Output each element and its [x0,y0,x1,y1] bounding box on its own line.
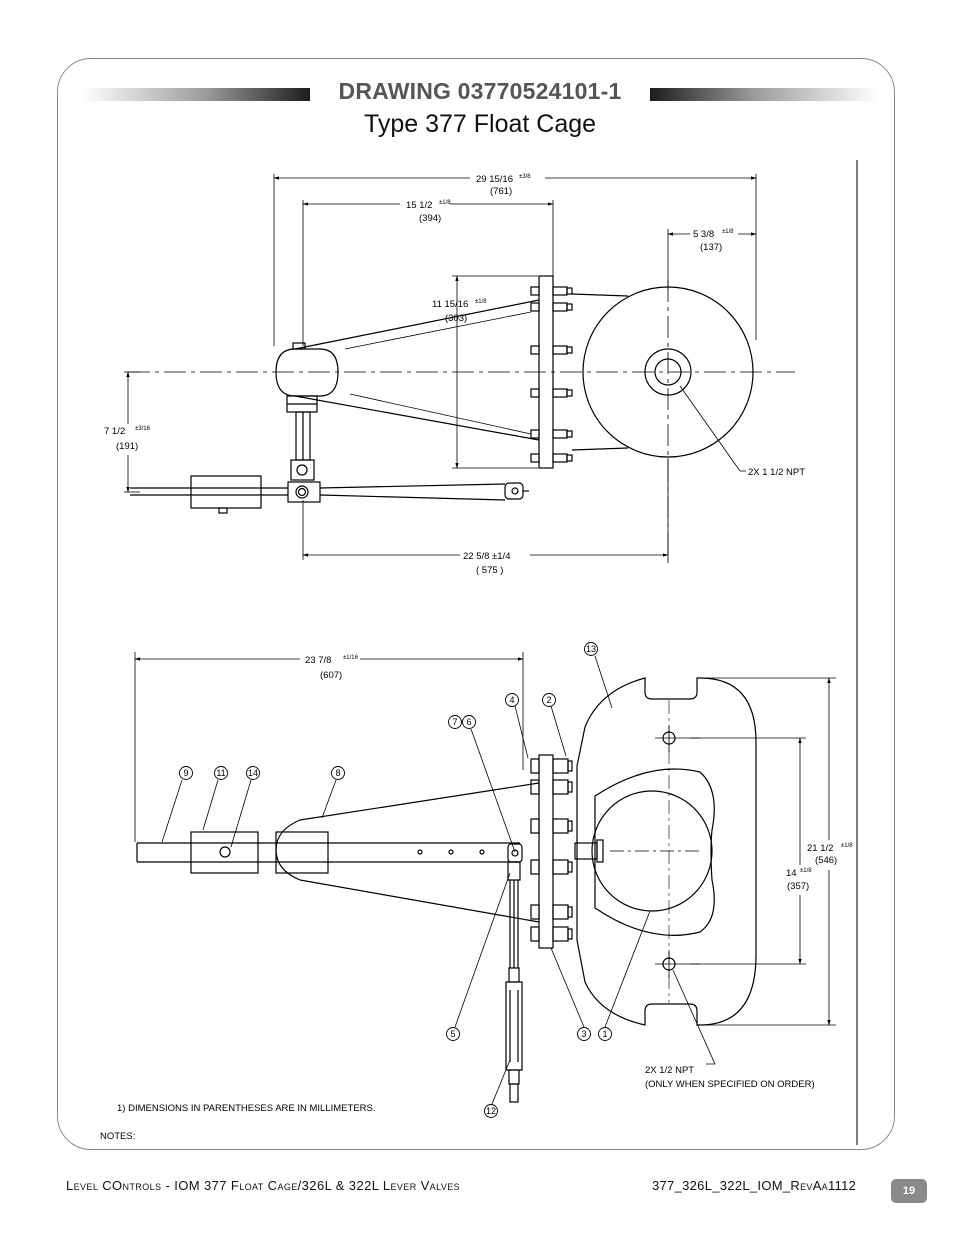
dim-left-label: 7 1/2 [104,426,125,437]
front-counterweight [190,831,259,874]
notes-heading: NOTES: [100,1131,135,1142]
balloon-number: 1 [602,1029,607,1039]
npt-connection-inner [654,358,682,386]
dim-flange-tol: ±1/8 [475,299,487,305]
dim-right-tol: ±1/8 [722,229,734,235]
flange-bolts [530,286,573,463]
page-number-badge: 19 [891,1179,927,1203]
dim-overall-label: 29 15/16 [476,174,513,185]
balloon-5 [446,1027,460,1041]
top-view [128,275,795,565]
front-view-dimensions [134,652,836,1105]
balloon-number: 9 [183,768,188,778]
balloon-8 [331,766,345,780]
dim-front-inner-mm: (357) [787,881,809,892]
balloon-number: 3 [581,1029,586,1039]
dim-right-label: 5 3/8 [693,229,714,240]
dim-front-top-label: 23 7/8 [305,655,331,666]
dim-left-mm: (191) [116,441,138,452]
drawing-number-title: DRAWING 03770524101-1 [338,78,622,104]
dim-inner-label: 15 1/2 [406,200,432,211]
footer-document-code: 377_326L_322L_IOM_RevAa1112 [652,1178,857,1193]
balloon-number: 7 [452,717,457,727]
dim-front-outer-mm: (546) [815,855,837,866]
part-balloons [179,642,612,1118]
balloon-7 [448,715,462,729]
front-flange [538,754,554,949]
title-gradient-bar-left [82,88,310,101]
npt-callout-front-1: 2X 1/2 NPT [645,1065,694,1076]
balloon-1 [598,1027,612,1041]
dim-inner-mm: (394) [419,213,441,224]
front-view-labels: 23 7/8 ±1/16 (607) 21 1/2 ±1/8 (546) 14 … [305,655,853,1090]
npt-callout-front-2: (ONLY WHEN SPECIFIED ON ORDER) [645,1079,815,1090]
page-number: 19 [902,1185,916,1197]
balloon-number: 12 [486,1106,496,1116]
front-arm-taper [299,782,540,923]
balloon-12 [484,1104,498,1118]
drawing-subtitle: Type 377 Float Cage [363,110,597,138]
balloon-14 [246,766,260,780]
dim-overall-mm: (761) [490,186,512,197]
dim-bottom-mm: ( 575 ) [476,565,503,576]
counterweight [190,475,262,509]
balloon-number: 14 [248,768,258,778]
balloon-number: 5 [450,1029,455,1039]
dim-front-top-tol: ±1/16 [343,655,359,661]
npt-callout-top: 2X 1 1/2 NPT [748,467,805,478]
footer-document-title: Level COntrols - IOM 377 Float Cage/326L… [66,1178,461,1193]
balloon-13 [584,642,598,656]
balloon-3 [577,1027,591,1041]
lever-clamp [275,831,329,874]
dim-left-tol: ±3/16 [135,426,151,432]
float-ball [591,790,713,912]
dim-inner-tol: ±1/8 [439,200,451,206]
front-view [136,677,757,1103]
part-balloon-numbers: 13 4 2 7 6 9 11 14 8 5 3 1 12 [183,644,607,1116]
arm-hub [275,348,339,397]
front-flange-bolts [530,758,573,942]
dim-overall-tol: ±3/8 [519,174,531,180]
balloon-4 [505,693,519,707]
dim-front-inner-tol: ±1/8 [800,868,812,874]
balloon-number: 13 [586,644,596,654]
top-view-labels: 29 15/16 ±3/8 (761) 15 1/2 ±1/8 (394) 5 … [104,174,805,576]
balloon-9 [179,766,193,780]
dim-flange-mm: (303) [445,313,467,324]
dim-front-outer-tol: ±1/8 [841,843,853,849]
balloon-number: 2 [546,695,551,705]
flange [538,275,554,469]
balloon-11 [214,766,228,780]
page-frame [57,58,895,1150]
dim-bottom-label: 22 5/8 ±1/4 [463,551,510,562]
balloon-number: 4 [509,695,514,705]
note-1: 1) DIMENSIONS IN PARENTHESES ARE IN MILL… [117,1103,376,1114]
dim-front-top-mm: (607) [320,670,342,681]
title-gradient-bar-right [650,88,878,101]
balloon-number: 11 [216,768,225,778]
dim-front-inner-label: 14 [786,868,797,879]
top-view-dimensions [124,174,757,560]
balloon-number: 6 [466,717,471,727]
balloon-number: 8 [335,768,340,778]
npt-connection-outer [644,348,692,396]
dim-right-mm: (137) [700,242,722,253]
turnbuckle [505,981,523,1071]
dim-flange-label: 11 15/16 [432,299,468,310]
float-cage-body [576,677,757,1026]
balloon-6 [462,715,476,729]
arm-taper [294,299,540,441]
balloon-2 [542,693,556,707]
dim-front-outer-label: 21 1/2 [807,843,833,854]
